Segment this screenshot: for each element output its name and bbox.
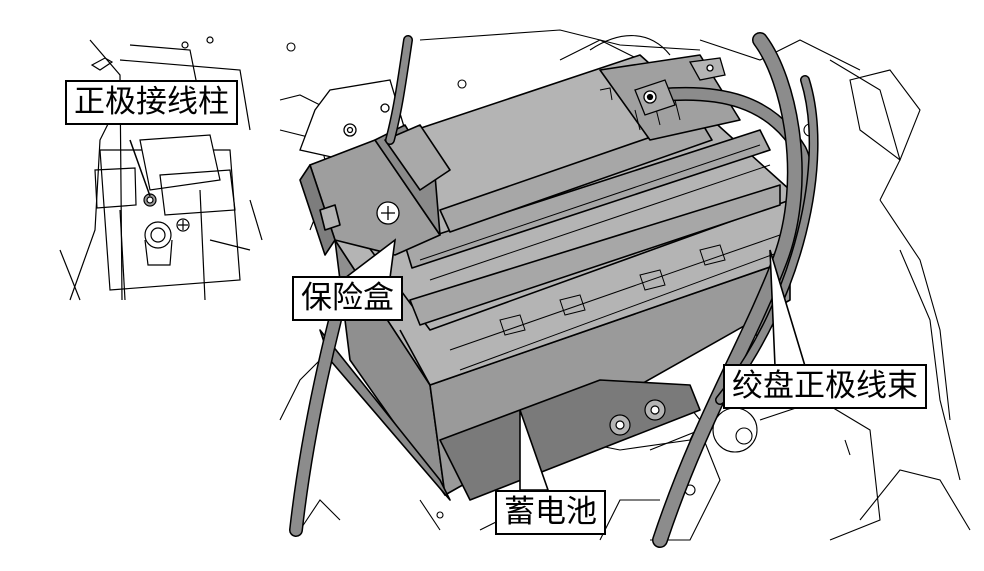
label-positive-terminal: 正极接线柱	[65, 80, 238, 125]
battery-body	[309, 54, 791, 501]
battery-positive-clamp	[634, 57, 726, 116]
fuse-box	[299, 124, 451, 256]
label-battery: 蓄电池	[495, 490, 606, 535]
label-winch-positive-harness: 绞盘正极线束	[723, 364, 927, 409]
pointer-terminal	[129, 139, 151, 197]
hold-down-bolts	[609, 399, 666, 436]
fuse-box-screw	[376, 201, 400, 225]
battery-details	[419, 87, 786, 371]
label-fuse-box: 保险盒	[292, 276, 403, 321]
cables	[289, 32, 819, 548]
inset-terminal-detail	[59, 36, 263, 301]
